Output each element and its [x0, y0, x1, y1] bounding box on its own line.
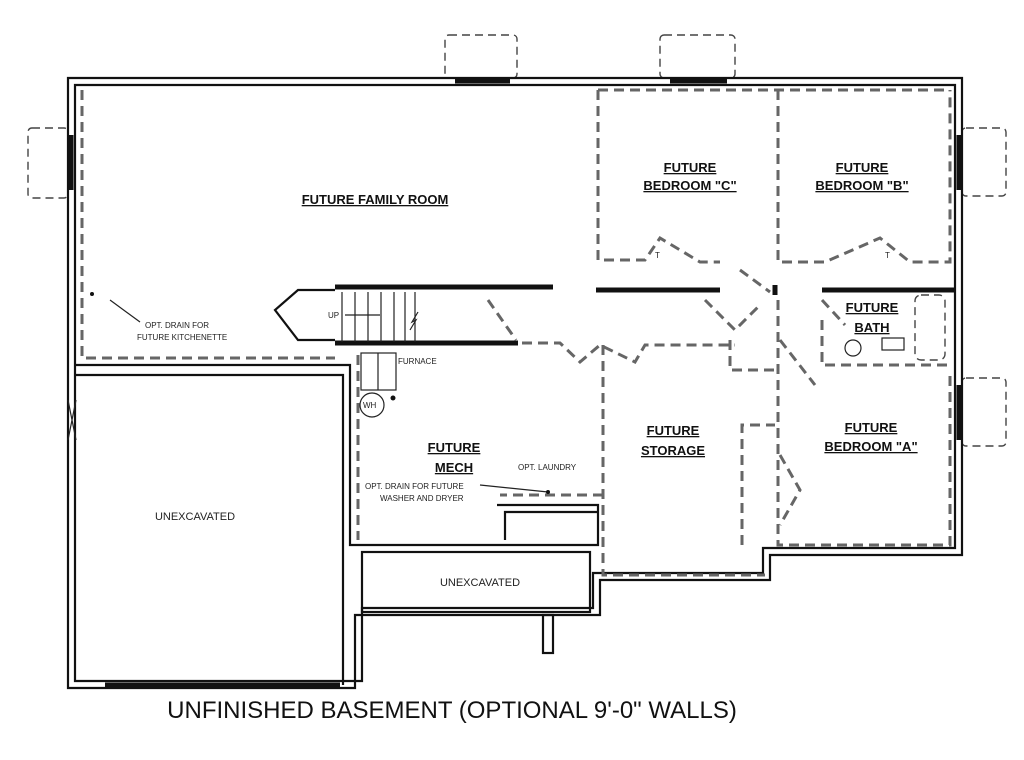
stairs[interactable]: UP	[273, 288, 419, 342]
mech-label-1: FUTURE	[428, 440, 481, 455]
room-labels: FUTURE FAMILY ROOM FUTURE BEDROOM "C" FU…	[155, 160, 918, 589]
bedroom-a-label-1: FUTURE	[845, 420, 898, 435]
future-walls	[80, 88, 952, 577]
mech-label-2: MECH	[435, 460, 473, 475]
bedroom-b-label-1: FUTURE	[836, 160, 889, 175]
bedroom-a-label-2: BEDROOM "A"	[824, 439, 917, 454]
interior-walls	[75, 284, 955, 685]
kitchenette-note-2: FUTURE KITCHENETTE	[137, 333, 227, 342]
bath-label-2: BATH	[854, 320, 889, 335]
exterior-walls	[66, 76, 964, 690]
washer-note-1: OPT. DRAIN FOR FUTURE	[365, 482, 464, 491]
unexcavated-left-label: UNEXCAVATED	[155, 511, 235, 523]
furnace-label: FURNACE	[398, 357, 437, 366]
storage-label-2: STORAGE	[641, 443, 705, 458]
storage-label-1: FUTURE	[647, 423, 700, 438]
water-heater-label: WH	[363, 401, 377, 410]
bedroom-c-label-2: BEDROOM "C"	[643, 178, 736, 193]
notes: OPT. DRAIN FOR FUTURE KITCHENETTE OPT. L…	[137, 321, 577, 503]
kitchenette-note-1: OPT. DRAIN FOR	[145, 321, 209, 330]
plan-caption: UNFINISHED BASEMENT (OPTIONAL 9'-0" WALL…	[167, 697, 737, 724]
stairs-up-label: UP	[328, 311, 339, 320]
closet-c-label: T	[655, 251, 660, 260]
laundry-note: OPT. LAUNDRY	[518, 463, 577, 472]
bedroom-b-label-2: BEDROOM "B"	[815, 178, 908, 193]
closet-b-label: T	[885, 251, 890, 260]
fixtures: FURNACE WH T T	[90, 251, 905, 494]
unexcavated-bottom-label: UNEXCAVATED	[440, 577, 520, 589]
family-room-label: FUTURE FAMILY ROOM	[302, 192, 449, 207]
washer-note-2: WASHER AND DRYER	[380, 494, 464, 503]
bedroom-c-label-1: FUTURE	[664, 160, 717, 175]
window-wells	[27, 34, 1007, 447]
bath-label-1: FUTURE	[846, 300, 899, 315]
